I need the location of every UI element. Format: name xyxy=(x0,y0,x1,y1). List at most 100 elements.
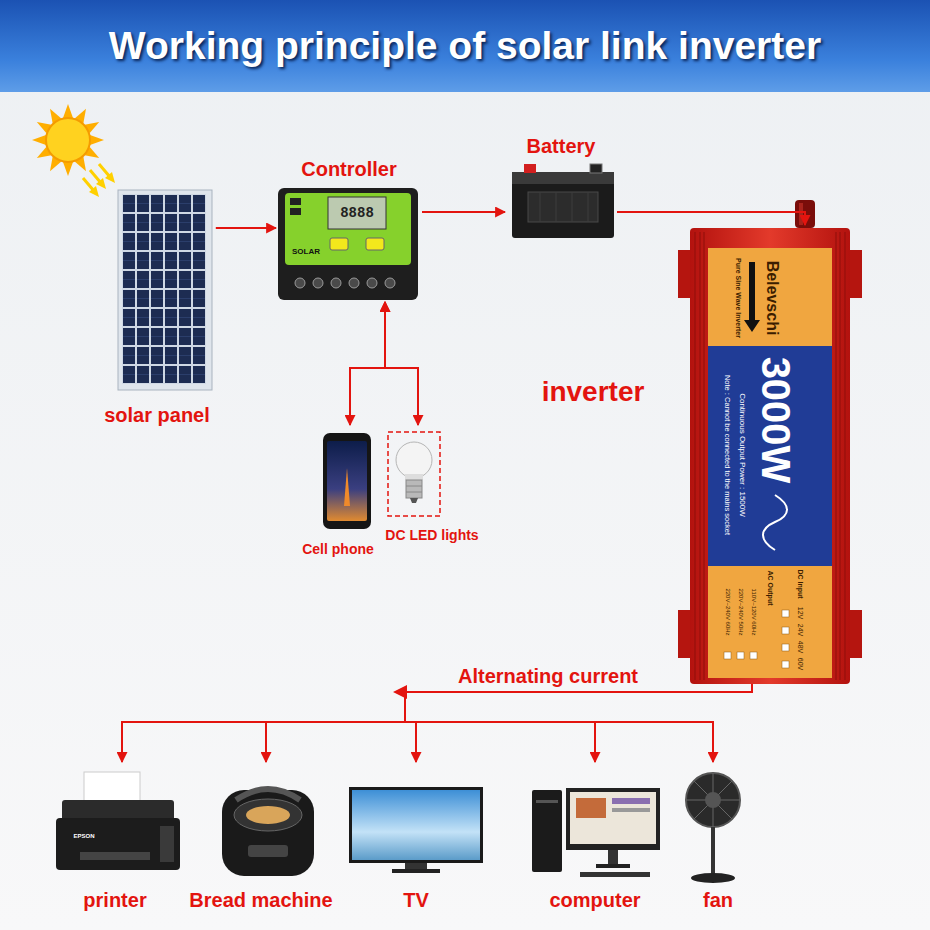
controller-picture xyxy=(278,188,418,300)
controller-picture xyxy=(295,278,305,288)
inverter-picture xyxy=(782,627,789,634)
tv-picture xyxy=(352,790,480,860)
computer-picture xyxy=(536,800,558,803)
computer-picture xyxy=(608,850,618,864)
inverter-picture xyxy=(737,652,744,659)
node-label: inverter xyxy=(538,376,649,408)
computer-picture xyxy=(570,792,656,844)
printer: printer xyxy=(50,762,180,912)
connector xyxy=(405,684,752,762)
controller-picture xyxy=(290,198,301,205)
tv-picture xyxy=(405,863,427,869)
bread-machine-picture xyxy=(246,806,290,824)
inverter-picture xyxy=(690,228,850,684)
computer-picture xyxy=(612,798,650,804)
node-label: printer xyxy=(79,889,150,912)
computer-picture xyxy=(532,788,660,877)
voltage-option: 220V~240V 60Hz xyxy=(725,588,731,635)
solar-panel-picture xyxy=(118,190,212,390)
voltage-option: 220V~240V 50Hz xyxy=(738,588,744,635)
cell-phone-picture xyxy=(327,441,367,521)
spec-heading: AC Output xyxy=(767,571,774,606)
inverter-picture xyxy=(700,232,701,680)
node-label: solar panel xyxy=(100,404,214,427)
bread-machine: Bread machine xyxy=(180,762,342,912)
bread-machine-picture xyxy=(248,845,288,857)
inverter-picture xyxy=(836,232,837,680)
fan: fan xyxy=(678,762,758,912)
battery-picture xyxy=(590,164,602,173)
fan-picture xyxy=(686,773,740,827)
printer-picture xyxy=(160,826,174,862)
bread-machine-picture xyxy=(222,790,314,876)
battery-picture xyxy=(540,192,588,222)
inverter-picture xyxy=(678,200,862,684)
voltage-option: 48V xyxy=(797,641,804,653)
inverter-picture xyxy=(848,610,862,658)
sun xyxy=(32,104,115,197)
controller-picture xyxy=(328,197,386,229)
connector xyxy=(422,211,505,213)
sun xyxy=(105,172,115,183)
sun xyxy=(46,118,90,162)
charge-controller: Controller xyxy=(276,158,422,302)
computer-picture xyxy=(596,864,630,868)
controller-picture xyxy=(331,278,341,288)
spec-text: Continuous Output Power : 1500W xyxy=(738,393,746,517)
fan-picture xyxy=(694,781,732,819)
title-bar: Working principle of solar link inverter xyxy=(0,0,930,92)
brand-text: SOLAR xyxy=(292,248,320,256)
computer-picture xyxy=(612,808,650,812)
controller-picture xyxy=(295,278,395,288)
inverter-picture xyxy=(799,203,803,225)
sun xyxy=(83,178,94,191)
bread-machine-picture xyxy=(234,799,302,831)
node-label: TV xyxy=(399,889,433,912)
battery-picture xyxy=(512,172,614,184)
computer-picture xyxy=(566,788,660,850)
controller-picture xyxy=(285,193,411,265)
node-label: Controller xyxy=(297,158,401,181)
fan-picture xyxy=(686,773,740,827)
fan-picture xyxy=(694,781,732,819)
printer-picture xyxy=(56,818,180,870)
node-label: DC LED lights xyxy=(381,527,482,543)
controller-picture xyxy=(349,278,359,288)
solar-panel-picture xyxy=(118,190,212,390)
battery: Battery xyxy=(505,135,617,243)
inverter-picture xyxy=(704,232,705,680)
inverter-picture xyxy=(708,346,832,566)
controller-picture xyxy=(366,238,384,250)
inverter-picture xyxy=(744,262,760,332)
computer-picture xyxy=(532,790,562,872)
inverter-picture xyxy=(840,232,841,680)
spec-heading: DC Input xyxy=(797,569,804,598)
controller-picture xyxy=(278,188,418,300)
inverter-picture xyxy=(750,652,757,659)
cell-phone-picture xyxy=(344,468,350,506)
cell-phone-picture xyxy=(323,433,371,529)
product-type: Pure Sine Wave Inverter xyxy=(735,258,742,338)
led-bulb-picture xyxy=(388,432,440,516)
cell-phone: Cell phone xyxy=(296,425,380,557)
tv-picture xyxy=(349,787,483,873)
printer-picture xyxy=(80,852,150,860)
display-digits: 8888 xyxy=(340,206,374,220)
connector xyxy=(617,212,805,225)
solar-panel-picture xyxy=(122,194,206,384)
controller-picture xyxy=(330,238,348,250)
cell-phone-picture xyxy=(323,433,371,529)
inverter-picture xyxy=(763,495,787,550)
fan-picture xyxy=(711,827,715,875)
connector xyxy=(266,684,752,762)
node-label: computer xyxy=(545,889,644,912)
led-bulb-picture xyxy=(406,486,422,492)
voltage-option: 60V xyxy=(797,658,804,670)
sun xyxy=(32,135,46,145)
inverter-picture xyxy=(708,248,832,346)
power-rating: 3000W xyxy=(756,357,796,484)
battery-picture xyxy=(512,172,614,238)
fan-picture xyxy=(705,792,721,808)
computer-picture xyxy=(576,798,606,818)
